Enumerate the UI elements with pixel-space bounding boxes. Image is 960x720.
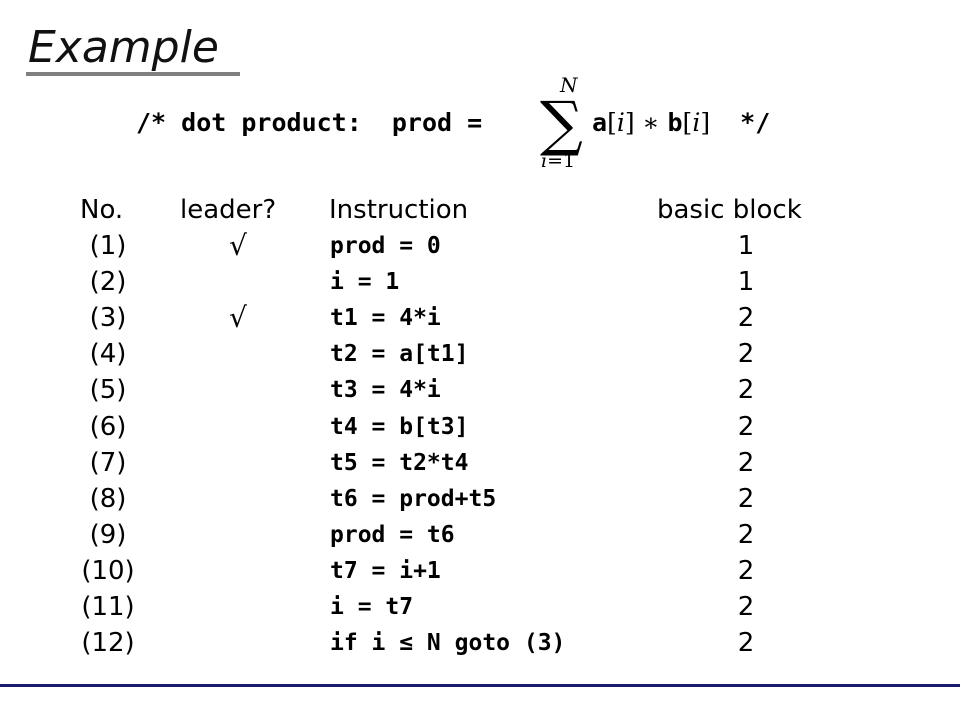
- instruction-text: t6 = prod+t5: [330, 485, 497, 512]
- table-row: (6) t4 = b[t3] 2: [0, 409, 960, 445]
- body-i1: i: [616, 108, 625, 137]
- sum-lower-var: i: [541, 150, 548, 172]
- body-i2: i: [692, 108, 701, 137]
- table-row: (5) t3 = 4*i 2: [0, 372, 960, 408]
- sum-lower-rest: =1: [547, 150, 576, 172]
- table-row: (2) i = 1 1: [0, 264, 960, 300]
- basic-block-number: 2: [737, 592, 755, 622]
- table-row: (3) √ t1 = 4*i 2: [0, 300, 960, 336]
- table-row: (1) √ prod = 0 1: [0, 228, 960, 264]
- basic-block-number: 2: [737, 411, 755, 442]
- row-number: (12): [81, 628, 135, 659]
- sigma-symbol: ∑: [540, 89, 583, 159]
- dot-product-comment: /* dot product: prod = N ∑ i=1 a[i] ∗ b[…: [0, 0, 960, 180]
- basic-block-number: 1: [737, 267, 755, 298]
- instruction-text: if i ≤ N goto (3): [330, 630, 566, 657]
- instruction-text: prod = t6: [330, 521, 455, 548]
- basic-block-number: 1: [737, 231, 755, 261]
- instruction-text: t5 = t2*t4: [330, 449, 469, 476]
- basic-block-number: 2: [737, 483, 755, 514]
- basic-block-number: 2: [737, 303, 755, 334]
- table-row: (7) t5 = t2*t4 2: [0, 445, 960, 481]
- body-op: ∗: [634, 108, 668, 137]
- row-number: (4): [89, 339, 127, 370]
- row-number: (1): [89, 231, 127, 261]
- row-number: (10): [81, 555, 135, 586]
- table-row: (10) t7 = i+1 2: [0, 553, 960, 589]
- bottom-rule: [0, 684, 960, 687]
- body-rb2: ]: [700, 108, 711, 137]
- sum-lower-limit: i=1: [541, 150, 575, 172]
- row-number: (11): [81, 592, 135, 622]
- instruction-text: t2 = a[t1]: [330, 341, 469, 368]
- basic-block-number: 2: [737, 339, 755, 370]
- body-rb1: ]: [624, 108, 635, 137]
- row-number: (8): [89, 483, 127, 514]
- sum-body: a[i] ∗ b[i] */: [592, 108, 770, 138]
- row-number: (3): [89, 303, 127, 334]
- instruction-text: i = t7: [330, 594, 414, 620]
- title-underline: [26, 72, 240, 76]
- table-row: (9) prod = t6 2: [0, 517, 960, 553]
- table-row: (11) i = t7 2: [0, 589, 960, 625]
- instruction-text: t7 = i+1: [330, 557, 441, 584]
- comment-suffix: */: [710, 108, 771, 137]
- instruction-text: prod = 0: [330, 233, 441, 259]
- instruction-text: i = 1: [330, 269, 400, 296]
- body-lb2: [: [682, 108, 693, 137]
- table-row: (12) if i ≤ N goto (3) 2: [0, 625, 960, 661]
- instruction-text: t4 = b[t3]: [330, 413, 469, 440]
- basic-block-number: 2: [737, 519, 755, 550]
- row-number: (7): [89, 447, 127, 478]
- instruction-text: t3 = 4*i: [330, 377, 441, 404]
- body-b: b: [667, 108, 683, 137]
- basic-block-number: 2: [737, 375, 755, 406]
- header-leader: leader?: [180, 195, 277, 225]
- row-number: (9): [89, 519, 127, 550]
- header-no: No.: [80, 195, 124, 225]
- sum-upper-limit: N: [560, 73, 578, 97]
- row-number: (2): [89, 267, 127, 298]
- row-number: (5): [89, 375, 127, 406]
- instruction-text: t1 = 4*i: [330, 305, 441, 332]
- slide-title: Example: [28, 22, 219, 73]
- basic-block-number: 2: [737, 628, 755, 659]
- header-instruction: Instruction: [329, 195, 469, 225]
- body-lb1: [: [607, 108, 617, 137]
- comment-prefix: /* dot product: prod =: [136, 108, 498, 137]
- table-row: (4) t2 = a[t1] 2: [0, 336, 960, 372]
- header-basic-block: basic block: [657, 195, 802, 225]
- basic-block-number: 2: [737, 555, 755, 586]
- table-row: (8) t6 = prod+t5 2: [0, 481, 960, 517]
- row-number: (6): [89, 411, 127, 442]
- leader-checkmark: √: [229, 301, 247, 335]
- body-a: a: [592, 108, 608, 137]
- basic-block-number: 2: [737, 447, 755, 478]
- leader-checkmark: √: [229, 229, 247, 262]
